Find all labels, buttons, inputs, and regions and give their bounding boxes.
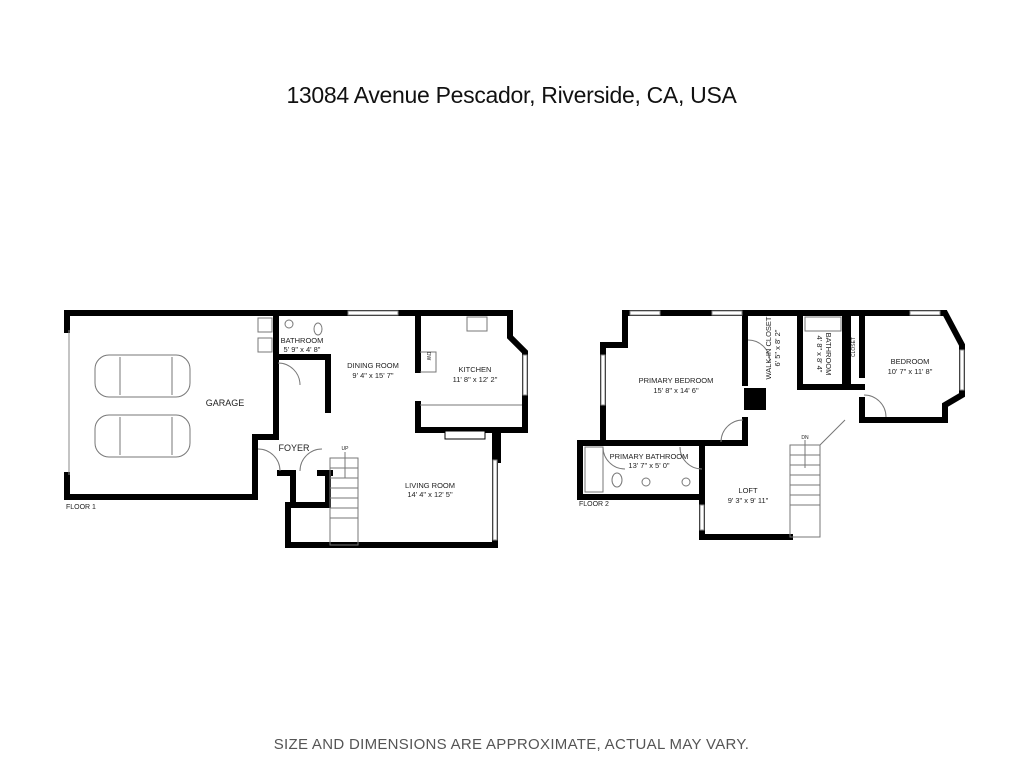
room-name-dining-room: DINING ROOM: [347, 361, 399, 370]
sink-icon: [284, 319, 294, 329]
sink-icon: [641, 477, 651, 487]
stairs-down: [789, 440, 821, 538]
room-name-bathroom: BATHROOM: [281, 336, 324, 345]
window: [522, 354, 528, 396]
bathtub-icon: [804, 316, 842, 332]
room-dims-primary-bathroom: 13' 7" x 5' 0": [628, 461, 669, 470]
floor-1-plan: UP DW GARAGE BATHROOM 5' 9" x 4' 8" DINI…: [64, 310, 528, 548]
room-dims-kitchen: 11' 8" x 12' 2": [453, 375, 498, 384]
door-swing: [602, 339, 887, 470]
room-dims-bedroom: 10' 7" x 11' 8": [888, 367, 933, 376]
floor-2-plan: DN PRIMARY BEDROOM 15' 8" x 14' 6" WALK-…: [577, 310, 965, 540]
kitchen-counter: [420, 351, 522, 406]
room-name-foyer: FOYER: [278, 443, 310, 453]
car-icon: [94, 354, 191, 398]
room-dims-walk-in-closet: 6' 5" x 8' 2": [773, 329, 782, 366]
room-name-garage: GARAGE: [206, 398, 245, 408]
door-swing: [257, 362, 323, 472]
floor-2-label: FLOOR 2: [579, 501, 609, 508]
toilet-icon: [611, 472, 623, 488]
dryer-icon: [257, 337, 273, 353]
window: [629, 310, 661, 316]
car-icon: [94, 414, 191, 458]
room-dims-loft: 9' 3" x 9' 11": [728, 496, 769, 505]
window: [347, 310, 399, 316]
room-name-living-room: LIVING ROOM: [405, 481, 455, 490]
railing: [790, 419, 846, 538]
property-address-title: 13084 Avenue Pescador, Riverside, CA, US…: [286, 82, 737, 108]
disclaimer-footer: SIZE AND DIMENSIONS ARE APPROXIMATE, ACT…: [273, 736, 750, 753]
stairs-up-label: UP: [342, 446, 350, 452]
room-name-loft: LOFT: [738, 486, 758, 495]
washer-icon: [257, 317, 273, 333]
room-dims-primary-bedroom: 15' 8" x 14' 6": [653, 386, 699, 395]
window: [959, 349, 965, 391]
room-name-primary-bedroom: PRIMARY BEDROOM: [639, 376, 714, 385]
room-name-bedroom: BEDROOM: [891, 357, 930, 366]
floor-1-walls: [64, 310, 528, 548]
window: [711, 310, 743, 316]
room-dims-bathroom-2: 4' 8" x 8' 4": [815, 336, 824, 373]
sink-icon: [681, 477, 691, 487]
bathtub-icon: [584, 446, 604, 493]
window: [492, 459, 498, 541]
room-name-closet: CLOSET: [851, 337, 857, 357]
room-dims-bathroom: 5' 9" x 4' 8": [284, 345, 321, 354]
window: [909, 310, 941, 316]
room-name-bathroom-2: BATHROOM: [824, 333, 833, 376]
room-name-walk-in-closet: WALK-IN CLOSET: [764, 316, 773, 379]
toilet-icon: [313, 322, 323, 336]
stove-icon: [466, 316, 488, 332]
dishwasher-label: DW: [425, 352, 431, 361]
room-name-primary-bathroom: PRIMARY BATHROOM: [610, 452, 689, 461]
floor-2-walls: [577, 310, 965, 540]
room-name-kitchen: KITCHEN: [459, 365, 492, 374]
fireplace: [444, 430, 486, 440]
room-dims-living-room: 14' 4" x 12' 5": [407, 490, 453, 499]
stairs-down-label: DN: [801, 435, 809, 441]
room-dims-dining-room: 9' 4" x 15' 7": [352, 371, 393, 380]
window: [699, 504, 705, 531]
floor-1-label: FLOOR 1: [66, 504, 96, 511]
window: [600, 354, 606, 406]
stairs-up: [329, 452, 359, 546]
column: [744, 388, 766, 410]
